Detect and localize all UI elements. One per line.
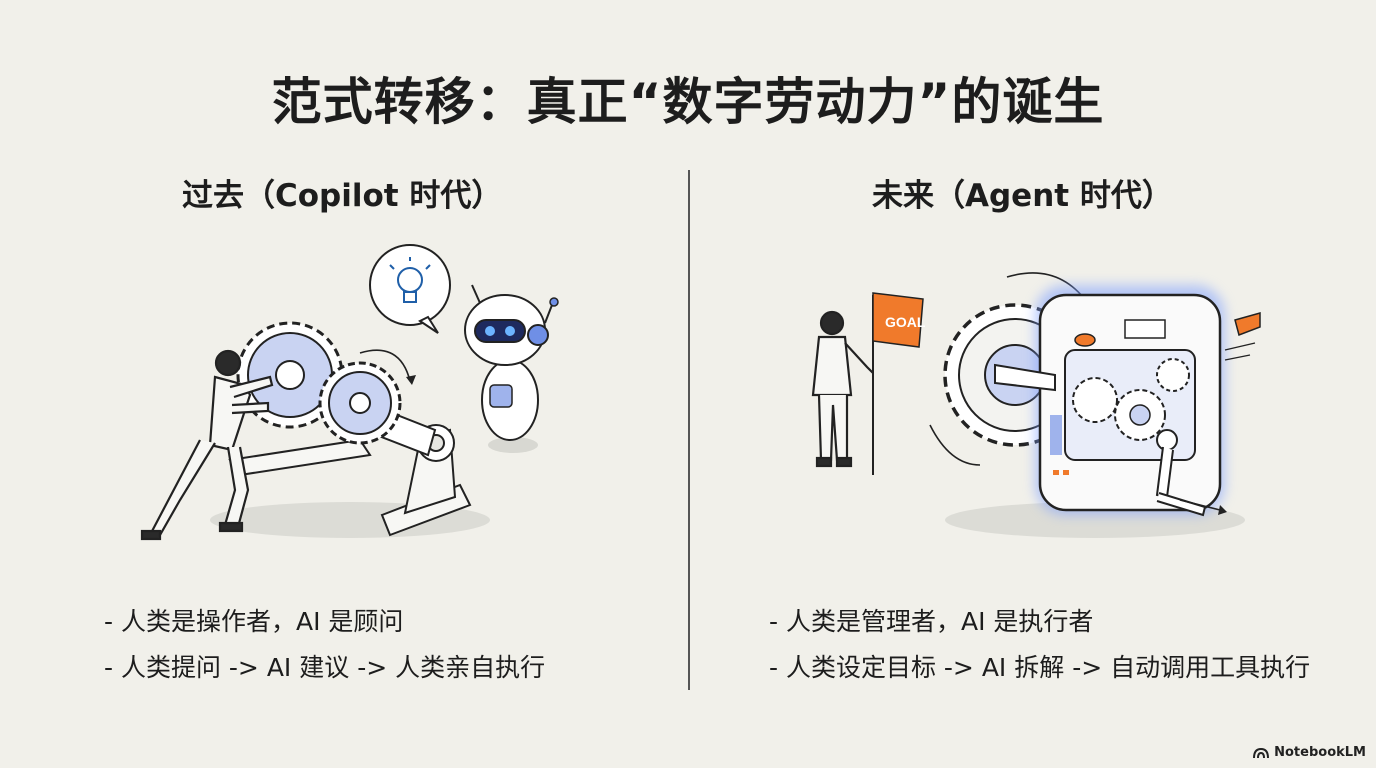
copilot-illustration (140, 244, 559, 541)
human-manager-icon (811, 310, 874, 468)
notebooklm-logo-icon (1253, 747, 1270, 758)
gear-large-icon (236, 321, 344, 429)
right-bullet-2: - 人类设定目标 -> AI 拆解 -> 自动调用工具执行 (769, 653, 1311, 682)
machine-base (228, 438, 372, 477)
automation-machine (1038, 293, 1222, 512)
human-operator-icon (140, 349, 274, 541)
gear-small-icon (318, 361, 402, 445)
brand-watermark: NotebookLM (1253, 745, 1366, 760)
output-flag-icon (1234, 312, 1261, 336)
goal-flag-text: GOAL (885, 314, 926, 330)
rotation-arrow-icon (359, 349, 411, 382)
page-title: 范式转移：真正“数字劳动力”的诞生 (271, 73, 1105, 131)
output-arrow-icon (1179, 499, 1221, 511)
left-bullet-1: - 人类是操作者，AI 是顾问 (104, 607, 404, 636)
right-heading: 未来（Agent 时代） (872, 178, 1173, 214)
lightbulb-icon (389, 257, 431, 303)
left-bullet-2: - 人类提问 -> AI 建议 -> 人类亲自执行 (104, 653, 546, 682)
rotation-arrow-icon (929, 424, 981, 466)
brand-name: NotebookLM (1274, 745, 1366, 760)
left-heading: 过去（Copilot 时代） (182, 178, 503, 214)
idea-bubble (369, 244, 451, 334)
robot-advisor-icon (464, 284, 559, 441)
right-bullet-1: - 人类是管理者，AI 是执行者 (769, 607, 1094, 636)
agent-illustration: GOAL (811, 272, 1261, 538)
center-divider (688, 170, 690, 690)
drive-shaft (994, 363, 1056, 392)
robot-shadow (488, 437, 538, 453)
goal-flag-icon: GOAL (872, 292, 926, 475)
